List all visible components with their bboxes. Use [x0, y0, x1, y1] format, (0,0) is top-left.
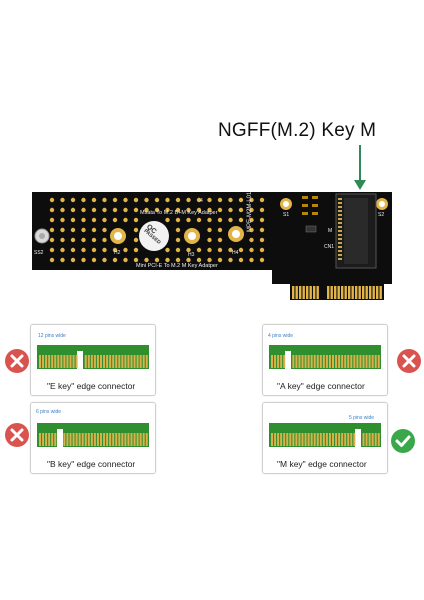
pins-width-label: 12 pins wide — [38, 333, 66, 339]
pins-width-label: 6 pins wide — [36, 409, 62, 415]
board-model: MPE-M2M-L01 — [247, 191, 253, 232]
connector-card-m-key: 5 pins wide "M key" edge connector — [262, 402, 388, 474]
pins-width-label: 5 pins wide — [349, 415, 375, 421]
gold-fingers — [292, 286, 382, 299]
label-h2: H2 — [114, 250, 121, 256]
valid-status-icon — [390, 428, 416, 454]
connector-card-a-key: 4 pins wide "A key" edge connector — [262, 324, 388, 396]
label-4: 4 — [200, 198, 203, 204]
board-label-top: Msata To M.2 B+M Key Adatper — [140, 210, 218, 216]
label-s1: S1 — [283, 212, 290, 218]
edge-connector-graphic — [37, 345, 149, 369]
connector-caption: "E key" edge connector — [47, 381, 136, 391]
label-h3: H3 — [188, 252, 195, 258]
pointer-arrow-head — [354, 180, 366, 190]
label-cn1: CN1 — [324, 244, 335, 250]
connector-card-e-key: 12 pins wide "E key" edge connector — [30, 324, 156, 396]
pins-width-label: 4 pins wide — [268, 333, 294, 339]
pcb-body — [32, 192, 392, 300]
adapter-board-image — [32, 145, 392, 300]
connector-caption: "A key" edge connector — [277, 381, 365, 391]
connector-card-b-key: 6 pins wide "B key" edge connector — [30, 402, 156, 474]
label-m: M — [328, 228, 333, 234]
connector-caption: "B key" edge connector — [47, 459, 136, 469]
qc-sticker — [139, 221, 169, 251]
connector-caption: "M key" edge connector — [277, 459, 367, 469]
mounting-holes — [110, 198, 388, 244]
invalid-status-icon — [4, 422, 30, 448]
label-s2: S2 — [378, 212, 385, 218]
label-h4: H4 — [232, 250, 239, 256]
via-dots — [49, 197, 265, 263]
invalid-status-icon — [396, 348, 422, 374]
label-ss2: SS2 — [34, 250, 44, 256]
board-label-bottom: Mini PCI-E To M.2 M Key Adatper — [136, 263, 218, 269]
headline: NGFF(M.2) Key M — [218, 120, 377, 141]
invalid-status-icon — [4, 348, 30, 374]
